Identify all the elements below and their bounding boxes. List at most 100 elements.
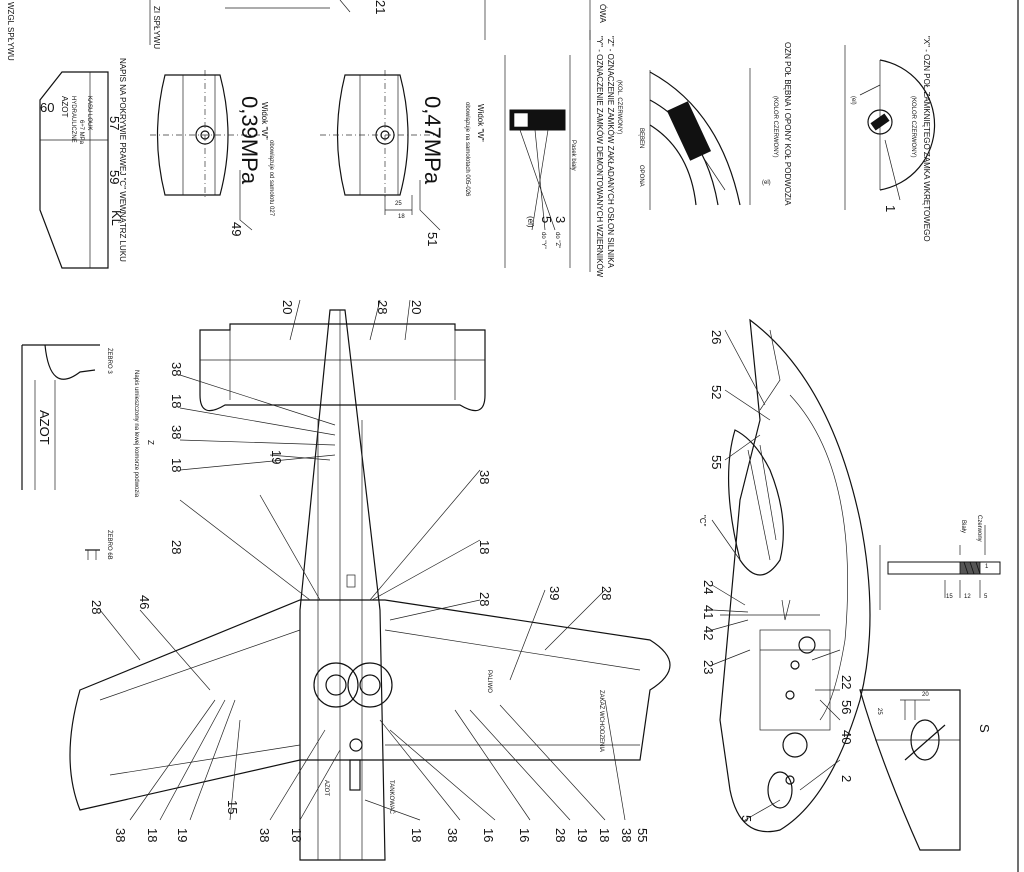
tire-marker-detail: BĘBEN OPONA OZN POŁ BĘBNA I OPONY KOŁ PO… (638, 42, 792, 210)
callout-22: 22 (839, 675, 854, 689)
yz-title-1: "Y" - OZNACZENIE ZAMKÓW DEMONTOWANYCH WZ… (595, 36, 604, 278)
hint-yz: do "Z" (554, 232, 560, 248)
callout-20a: 20 (280, 300, 295, 314)
callout-5: 5 (539, 216, 554, 223)
callout-18a: 18 (169, 394, 184, 408)
callout-38d: 38 (113, 828, 128, 842)
callout-26: 26 (709, 330, 724, 344)
callout-38e: 38 (257, 828, 272, 842)
callout-19c: 19 (575, 828, 590, 842)
napis-title: NAPIS NA POKRYWIE PRAWEJ "C" WEWNĄTRZ LU… (118, 58, 127, 262)
pressure-0-47: 0,47MPa (420, 96, 445, 185)
label-czerwony: Czerwony (976, 515, 982, 542)
hint-lel2: (el) (762, 180, 771, 186)
callout-59: 59 (107, 170, 122, 184)
view-v-note: obowiązuje od samolotu 027 (268, 140, 274, 217)
dim-20: 20 (922, 692, 929, 698)
side-view-callouts: 26 52 55 "C" 24 41 42 23 22 56 40 2 5 (698, 329, 854, 822)
callout-15a: 15 (225, 800, 240, 814)
planform-leaders (99, 299, 626, 821)
callout-39a: 39 (547, 586, 562, 600)
callout-18d: 18 (145, 828, 160, 842)
dim-1: 1 (985, 564, 989, 570)
callout-2: 2 (839, 775, 854, 782)
callout-42: 40 (839, 730, 854, 744)
yz-title-2: "Z" - OZNACZENIE ZAMKÓW ZAKŁADANYCH OSŁO… (606, 36, 615, 269)
hint-lel3: (el) (850, 96, 856, 105)
view-w-note: obowiązuje na samolotach 005-026 (464, 102, 470, 197)
dim-5: 5 (984, 594, 988, 600)
callout-56: 56 (839, 700, 854, 714)
kl-label: KL (109, 210, 124, 226)
callout-55: 55 (635, 828, 650, 842)
callout-28c: 28 (477, 592, 492, 606)
stencil-zakaz: ZAKAZ WCHODZENIA (598, 690, 604, 752)
tire-title-sub: (KOLOR CZERWONY) (772, 96, 778, 158)
stencil-azot: AZOT (323, 780, 329, 796)
partial-label-wzgl: WZGL SPŁYWU (6, 2, 15, 61)
partial-label-spywu: ZI SPŁYWU (152, 6, 161, 49)
pressure-0-39: 0,39MPa (237, 96, 262, 185)
dim-25b: 25 (876, 708, 882, 715)
dim-25: 25 (395, 201, 402, 207)
hint-ya: do "Y" (540, 232, 546, 249)
napis-pressure: 6÷7 MPa (78, 120, 84, 145)
callout-41: 51 (425, 232, 440, 246)
callout-18e: 18 (289, 828, 304, 842)
callout-38g: 38 (619, 828, 634, 842)
wheel-view-v: 0,39MPa Widok "W" obowiązuje od samolotu… (150, 70, 274, 236)
view-w-title: Widok "W" (476, 104, 485, 142)
napis-hydraulic: HYDRAULICZNE (70, 96, 76, 143)
callout-38b: 38 (169, 425, 184, 439)
hint-lel: (el) (526, 216, 535, 228)
azot-panel: AZOT ŻEBRO 3 ŻEBRO 6B Z Napis umieszczon… (21, 344, 155, 560)
airframe-side-view (719, 318, 871, 833)
callout-5b: 5 (739, 815, 754, 822)
airframe-planform: TANKOWAĆ AZOT ZAKAZ WCHODZENIA PALIWO (69, 309, 671, 861)
napis-kasu: KASU LOUK (86, 96, 92, 130)
callout-46: 41 (701, 605, 716, 619)
callout-38c: 38 (477, 470, 492, 484)
callout-18g: 18 (597, 828, 612, 842)
x-title: "X" - OZN POŁ ZAMKNIĘTEGO ZAMKA WKRĘTOWE… (922, 36, 931, 242)
probe-detail: 15 12 5 1 Biały Czerwony (879, 515, 1001, 610)
callout-60: 60 (40, 100, 54, 115)
callout-38a: 38 (169, 362, 184, 376)
napis-azot: AZOT (60, 96, 69, 117)
callout-28f: 28 (553, 828, 568, 842)
callout-16a: 16 (481, 828, 496, 842)
yz-title-sub: (KOL. CZERWONY) (616, 80, 622, 134)
callout-57: 57 (107, 116, 122, 130)
c-label: "C" (698, 515, 707, 527)
callout-23: 23 (701, 660, 716, 674)
callout-19b: 19 (175, 828, 190, 842)
callout-28a: 28 (375, 300, 390, 314)
dim-12: 12 (964, 594, 971, 600)
tire-label: OPONA (638, 165, 644, 187)
x-title-sub: (KOLOR CZERWONY) (910, 96, 916, 158)
label-bialy: Biały (960, 520, 966, 533)
callout-28d: 28 (599, 586, 614, 600)
partial-label-owa: ÓWA (598, 4, 607, 23)
view-v-title: Widok "W" (260, 102, 269, 140)
wheel-view-w: 25 18 0,47MPa Widok "W" obowiązuje na sa… (320, 70, 485, 246)
s-label: S (977, 724, 992, 733)
planform-callouts: 20 28 20 38 18 38 18 19 28 38 18 28 39 2… (89, 0, 650, 842)
callout-3: 3 (553, 216, 568, 223)
callout-20b: 20 (409, 300, 424, 314)
callout-39b: 46 (137, 595, 152, 609)
callout-24: 24 (701, 580, 716, 594)
azot-label: AZOT (37, 410, 52, 445)
callout-18b: 18 (169, 458, 184, 472)
zebro-3-label: ŻEBRO 3 (106, 348, 113, 374)
top-partial-frames: ZI SPŁYWU ÓWA WZGL SPŁYWU (6, 0, 607, 61)
drum-label: BĘBEN (638, 128, 644, 148)
callout-38f: 38 (445, 828, 460, 842)
callout-1: 1 (883, 205, 898, 212)
callout-40: 49 (229, 222, 244, 236)
z-note: Napis umieszczony na lewej komorze podwo… (133, 370, 139, 498)
screw-lock-detail: (el) 1 "X" - OZN POŁ ZAMKNIĘTEGO ZAMKA W… (844, 36, 936, 242)
callout-49: 42 (701, 626, 716, 640)
callout-16b: 16 (517, 828, 532, 842)
